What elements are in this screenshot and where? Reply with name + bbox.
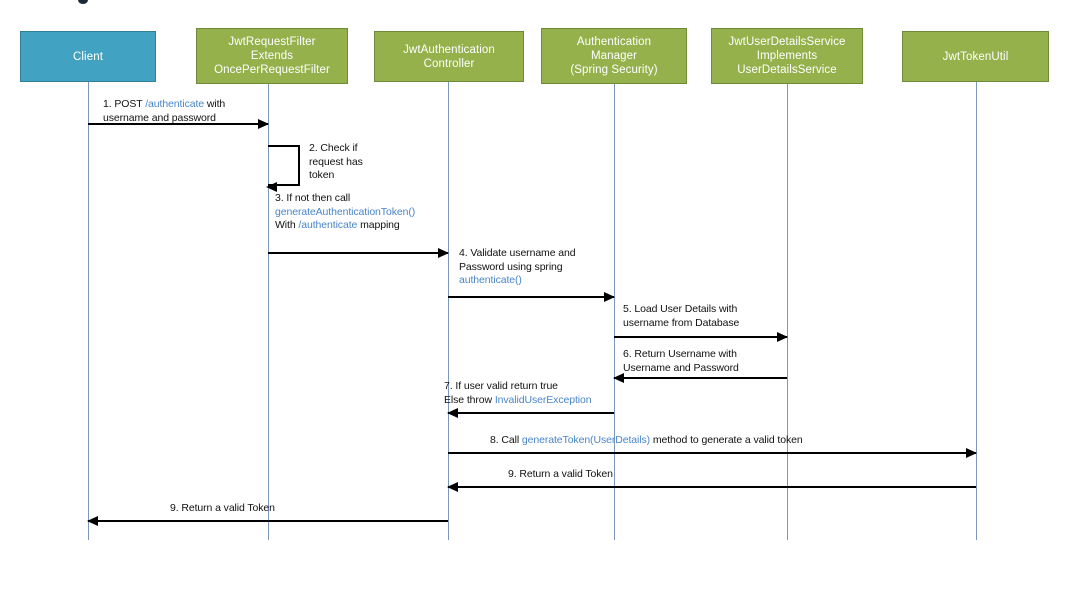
message-arrow-m4 xyxy=(448,296,614,298)
label-text: 1. POST xyxy=(103,98,146,110)
label-text: 8. Call xyxy=(490,434,522,446)
message-arrow-m5 xyxy=(614,336,787,338)
arrowhead-m6 xyxy=(613,373,624,383)
arrowhead-m4 xyxy=(604,292,615,302)
label-text: 3. If not then call xyxy=(275,192,351,204)
arrowhead-m5 xyxy=(777,332,788,342)
participant-userdetails[interactable]: JwtUserDetailsService Implements UserDet… xyxy=(711,28,863,84)
participant-authmanager[interactable]: Authentication Manager (Spring Security) xyxy=(541,28,687,84)
code-token: /authenticate xyxy=(145,98,205,110)
message-label-m10: 9. Return a valid Token xyxy=(170,502,275,516)
participant-label: JwtTokenUtil xyxy=(942,50,1009,63)
label-text: 2. Check if request has token xyxy=(309,142,363,181)
message-arrow-m3 xyxy=(268,252,448,254)
lifeline-tokenutil xyxy=(976,82,977,540)
message-label-m4: 4. Validate username and Password using … xyxy=(459,247,576,288)
message-arrow-m8 xyxy=(448,452,976,454)
label-text: 9. Return a valid Token xyxy=(170,502,275,514)
label-text: 6. Return Username with Username and Pas… xyxy=(623,348,739,374)
label-text: mapping xyxy=(357,219,400,231)
label-text: with username and password xyxy=(103,98,226,124)
label-text: 4. Validate username and Password using … xyxy=(459,247,576,273)
message-arrow-m7 xyxy=(448,412,614,414)
participant-label: Authentication Manager (Spring Security) xyxy=(570,36,658,76)
lifeline-controller xyxy=(448,82,449,540)
message-label-m1: 1. POST /authenticate with username and … xyxy=(103,98,225,125)
participant-controller[interactable]: JwtAuthentication Controller xyxy=(374,31,524,82)
code-token: authenticate() xyxy=(459,274,522,286)
lifeline-userdetails xyxy=(787,82,788,540)
arrowhead-m10 xyxy=(87,516,98,526)
message-label-m6: 6. Return Username with Username and Pas… xyxy=(623,348,739,375)
message-arrow-m1 xyxy=(88,123,268,125)
message-label-m8: 8. Call generateToken(UserDetails) metho… xyxy=(490,434,803,448)
arrowhead-m2 xyxy=(266,182,277,192)
arrowhead-m7 xyxy=(447,408,458,418)
label-text: 5. Load User Details with username from … xyxy=(623,303,740,329)
lifeline-authmanager xyxy=(614,82,615,540)
message-arrow-m6 xyxy=(614,377,787,379)
participant-label: JwtRequestFilter Extends OncePerRequestF… xyxy=(214,36,330,76)
arrowhead-m3 xyxy=(438,248,449,258)
message-label-m3: 3. If not then call generateAuthenticati… xyxy=(275,192,415,233)
message-label-m9: 9. Return a valid Token xyxy=(508,468,613,482)
code-token: /authenticate xyxy=(298,219,358,231)
participant-label: JwtAuthentication Controller xyxy=(403,43,495,70)
participant-filter[interactable]: JwtRequestFilter Extends OncePerRequestF… xyxy=(196,28,348,84)
label-text: With xyxy=(275,219,296,231)
lifeline-filter xyxy=(268,82,269,540)
message-arrow-m10 xyxy=(88,520,448,522)
participant-label: JwtUserDetailsService Implements UserDet… xyxy=(728,36,846,76)
code-token: generateAuthenticationToken() xyxy=(275,205,416,218)
label-text: 9. Return a valid Token xyxy=(508,468,613,480)
lifeline-client xyxy=(88,82,89,540)
arrowhead-m9 xyxy=(447,482,458,492)
participant-tokenutil[interactable]: JwtTokenUtil xyxy=(902,31,1049,82)
message-label-m7: 7. If user valid return true Else throw … xyxy=(444,380,592,407)
participant-client[interactable]: Client xyxy=(20,31,156,82)
message-label-m5: 5. Load User Details with username from … xyxy=(623,303,739,330)
self-message-m2 xyxy=(268,145,300,186)
label-text: method to generate a valid token xyxy=(650,434,803,446)
arrowhead-m8 xyxy=(966,448,977,458)
code-token: InvalidUserException xyxy=(494,393,592,406)
participant-label: Client xyxy=(72,50,103,63)
message-arrow-m9 xyxy=(448,486,976,488)
code-token: generateToken(UserDetails) xyxy=(521,434,651,446)
arrowhead-m1 xyxy=(258,119,269,129)
message-label-m2: 2. Check if request has token xyxy=(309,142,363,183)
cropped-title-glyph xyxy=(78,0,88,4)
label-text: 7. If user valid return true Else throw xyxy=(444,380,558,406)
